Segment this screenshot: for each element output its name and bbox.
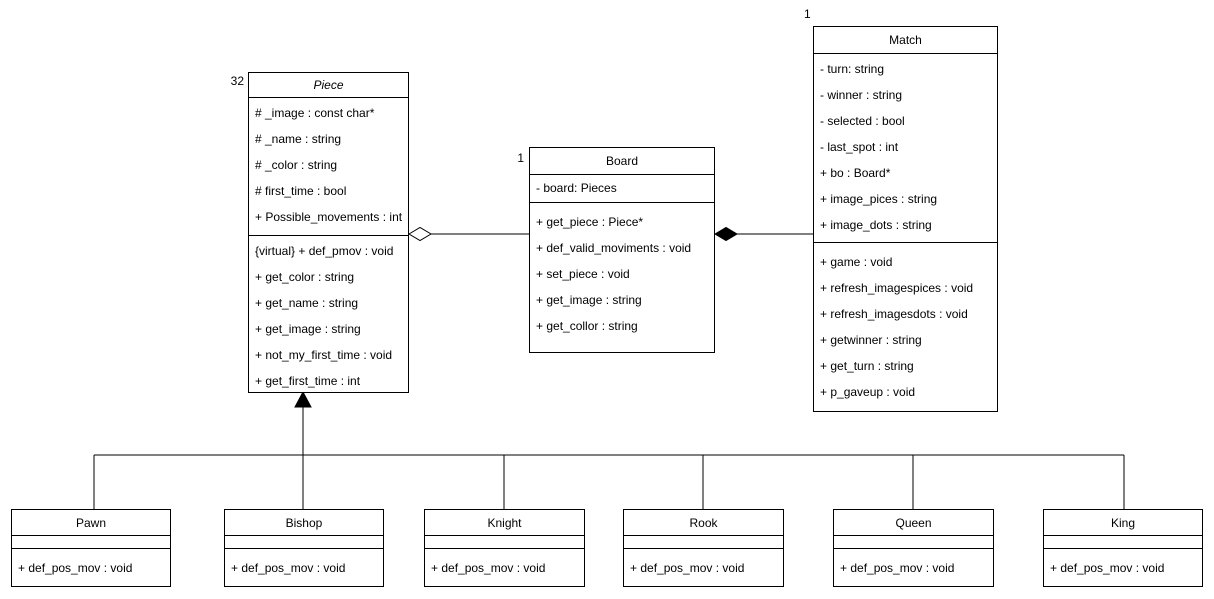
member-row: + def_pos_mov : void: [840, 561, 955, 575]
member-row: + def_pos_mov : void: [431, 561, 546, 575]
member-row: - last_spot : int: [820, 140, 899, 154]
member-row: + Possible_movements : int: [255, 210, 403, 224]
class-box-rook: Rook + def_pos_mov : void: [623, 509, 784, 587]
class-title: Queen: [895, 515, 932, 530]
methods-compartment: + def_pos_mov : void: [1044, 548, 1202, 586]
member-row: + def_pos_mov : void: [630, 561, 745, 575]
methods-compartment: {virtual} + def_pmov : void + get_color :…: [249, 235, 408, 392]
member-row: - selected : bool: [820, 114, 905, 128]
member-row: + not_my_first_time : void: [255, 348, 393, 362]
attributes-compartment: [624, 535, 783, 548]
member-row: + p_gaveup : void: [820, 385, 916, 399]
methods-compartment: + def_pos_mov : void: [12, 548, 170, 586]
class-title: Bishop: [285, 515, 323, 530]
attributes-compartment: - board: Pieces: [530, 174, 714, 202]
attributes-compartment: - turn: string - winner : string - selecte…: [814, 53, 997, 242]
class-title: King: [1110, 515, 1136, 530]
class-box-pawn: Pawn + def_pos_mov : void: [11, 509, 171, 587]
class-title: Pawn: [75, 515, 107, 530]
member-row: - board: Pieces: [536, 181, 617, 195]
member-row: + get_color : string: [255, 270, 355, 284]
member-row: + get_piece : Piece*: [536, 215, 644, 229]
member-row: + def_pos_mov : void: [1050, 561, 1165, 575]
member-row: + refresh_imagespices : void: [820, 281, 974, 295]
member-row: + def_pos_mov : void: [18, 561, 133, 575]
methods-compartment: + get_piece : Piece* + def_valid_moviment…: [530, 202, 714, 352]
member-row: + bo : Board*: [820, 166, 891, 180]
member-row: + get_image : string: [536, 293, 642, 307]
member-row: + get_turn : string: [820, 359, 914, 373]
class-box-piece: Piece # _image : const char* # _name : st…: [248, 72, 409, 393]
member-row: + image_pices : string: [820, 192, 938, 206]
methods-compartment: + def_pos_mov : void: [425, 548, 584, 586]
member-row: + def_valid_moviments : void: [536, 241, 692, 255]
class-box-bishop: Bishop + def_pos_mov : void: [224, 509, 384, 587]
class-box-match: Match - turn: string - winner : string - s…: [813, 26, 998, 412]
attributes-compartment: [425, 535, 584, 548]
member-row: + def_pos_mov : void: [231, 561, 346, 575]
member-row: - turn: string: [820, 62, 885, 76]
member-row: # _color : string: [255, 158, 338, 172]
methods-compartment: + def_pos_mov : void: [624, 548, 783, 586]
methods-compartment: + def_pos_mov : void: [225, 548, 383, 586]
multiplicity-label-piece: 32: [230, 74, 244, 88]
attributes-compartment: [12, 535, 170, 548]
class-title: Board: [605, 154, 639, 168]
methods-compartment: + def_pos_mov : void: [834, 548, 993, 586]
member-row: + image_dots : string: [820, 218, 932, 232]
composition-diamond-icon: [714, 226, 738, 242]
multiplicity-label-match: 1: [804, 7, 811, 21]
attributes-compartment: # _image : const char* # _name : string # …: [249, 97, 408, 235]
attributes-compartment: [225, 535, 383, 548]
member-row: + set_piece : void: [536, 267, 630, 281]
aggregation-diamond-icon: [408, 226, 432, 242]
member-row: # first_time : bool: [255, 184, 347, 198]
class-title: Rook: [689, 515, 718, 530]
class-box-knight: Knight + def_pos_mov : void: [424, 509, 585, 587]
member-row: - winner : string: [820, 88, 903, 102]
attributes-compartment: [834, 535, 993, 548]
member-row: + get_image : string: [255, 322, 361, 336]
class-box-queen: Queen + def_pos_mov : void: [833, 509, 994, 587]
inheritance-arrow-icon: [294, 390, 312, 408]
methods-compartment: + game : void + refresh_imagespices : voi…: [814, 242, 997, 411]
class-box-board: Board - board: Pieces + get_piece : Piec…: [529, 147, 715, 353]
attributes-compartment: [1044, 535, 1202, 548]
member-row: + game : void: [820, 255, 893, 269]
member-row: + refresh_imagesdots : void: [820, 307, 968, 321]
class-title: Knight: [487, 515, 522, 530]
member-row: + get_first_time : int: [255, 374, 361, 388]
member-row: + get_collor : string: [536, 319, 638, 333]
class-title: Match: [889, 33, 922, 47]
member-row: # _name : string: [255, 132, 342, 146]
member-row: # _image : const char*: [255, 106, 375, 120]
class-title: Piece: [313, 78, 344, 92]
member-row: + get_name : string: [255, 296, 359, 310]
member-row: + getwinner : string: [820, 333, 922, 347]
multiplicity-label-board: 1: [517, 151, 524, 165]
class-box-king: King + def_pos_mov : void: [1043, 509, 1203, 587]
member-row: {virtual} + def_pmov : void: [255, 244, 394, 258]
